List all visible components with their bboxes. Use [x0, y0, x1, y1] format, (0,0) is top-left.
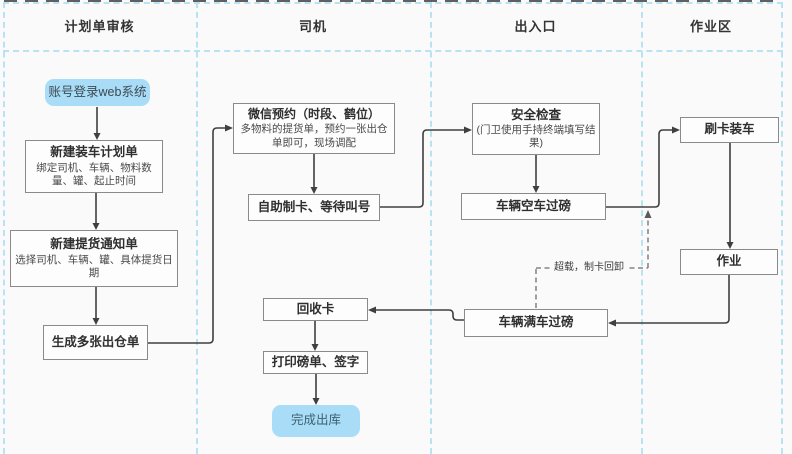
node-self-card-waiting: 自助制卡、等待叫号 [248, 194, 380, 221]
node-security-check: 安全检查 (门卫使用手持终端填写结果) [472, 103, 600, 155]
node-login: 账号登录web系统 [45, 79, 150, 106]
node-full-truck-weigh: 车辆满车过磅 [464, 309, 608, 337]
node-work: 作业 [680, 249, 778, 275]
node-title: 作业 [716, 254, 742, 269]
lane-header-gate: 出入口 [514, 18, 557, 34]
lane-border-left [3, 2, 5, 454]
node-desc: 绑定司机、车辆、物料数量、罐、起止时间 [36, 161, 152, 187]
lane-header-work-area: 作业区 [689, 18, 732, 34]
node-title: 自助制卡、等待叫号 [257, 199, 371, 214]
overload-note: 超载，制卡回卸 [551, 261, 627, 275]
node-generate-outbound-orders: 生成多张出仓单 [43, 325, 148, 360]
lane-header-divider [3, 50, 783, 52]
node-empty-truck-weigh: 车辆空车过磅 [461, 193, 606, 220]
node-title: 新建装车计划单 [50, 145, 138, 160]
lane-border-right [781, 2, 783, 454]
connector-emptyweigh-to-swipeload [606, 129, 672, 208]
node-login-label: 账号登录web系统 [48, 84, 147, 99]
node-finish-label: 完成出库 [290, 413, 341, 428]
node-print-sign: 打印磅单、签字 [263, 351, 368, 374]
node-title: 回收卡 [296, 301, 335, 316]
node-title: 微信预约（时段、鹤位） [247, 107, 380, 122]
lane-header-plan-review: 计划单审核 [64, 18, 135, 34]
node-create-pickup-notice: 新建提货通知单 选择司机、车辆、罐、具体提货日期 [10, 230, 178, 287]
node-desc: 选择司机、车辆、罐、具体提货日期 [15, 253, 173, 279]
node-title: 车辆满车过磅 [498, 315, 574, 330]
node-title: 打印磅单、签字 [271, 354, 360, 369]
node-title: 车辆空车过磅 [495, 198, 571, 213]
lane-header-driver: 司机 [298, 18, 327, 34]
canvas-top-border [4, 0, 780, 2]
lane-divider-1 [196, 2, 198, 454]
node-card-recycle: 回收卡 [263, 298, 368, 321]
node-wechat-reservation: 微信预约（时段、鹤位） 多物料的提货单，预约一张出仓单即可，现场调配 [233, 103, 395, 154]
connector-work-to-fullweigh [616, 275, 730, 324]
lane-top-border [3, 2, 783, 4]
node-create-loading-plan: 新建装车计划单 绑定司机、车辆、物料数量、罐、起止时间 [25, 140, 163, 193]
node-desc: (门卫使用手持终端填写结果) [476, 124, 596, 150]
node-title: 生成多张出仓单 [51, 334, 140, 349]
node-finish: 完成出库 [272, 405, 360, 437]
node-title: 刷卡装车 [704, 122, 755, 137]
node-desc: 多物料的提货单，预约一张出仓单即可，现场调配 [240, 123, 388, 149]
node-title: 新建提货通知单 [50, 237, 138, 252]
lane-divider-2 [430, 2, 432, 454]
lane-divider-3 [641, 2, 643, 454]
connector-fullweigh-to-recycle [376, 309, 464, 321]
node-swipe-card-load: 刷卡装车 [680, 117, 779, 143]
node-title: 安全检查 [510, 107, 561, 122]
